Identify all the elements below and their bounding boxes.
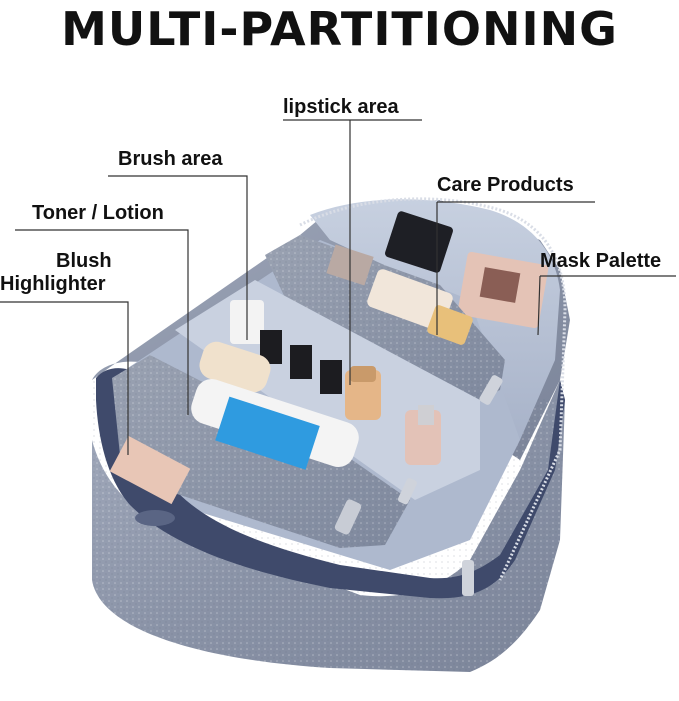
label-lipstick-area: lipstick area [283,96,399,118]
label-toner-lotion: Toner / Lotion [32,202,164,224]
label-care-products: Care Products [437,174,574,196]
front-pouch [109,355,410,548]
label-mask-palette: Mask Palette [540,250,662,272]
label-brush-area: Brush area [118,148,223,170]
brand-logo [135,510,175,526]
page-title: MULTI-PARTITIONING [61,2,618,56]
trim-band [96,368,565,599]
mask-palette [457,252,549,328]
label-blush: Blush [56,250,112,272]
label-highlighter: Highlighter [0,273,106,295]
callout-lines [0,119,676,455]
